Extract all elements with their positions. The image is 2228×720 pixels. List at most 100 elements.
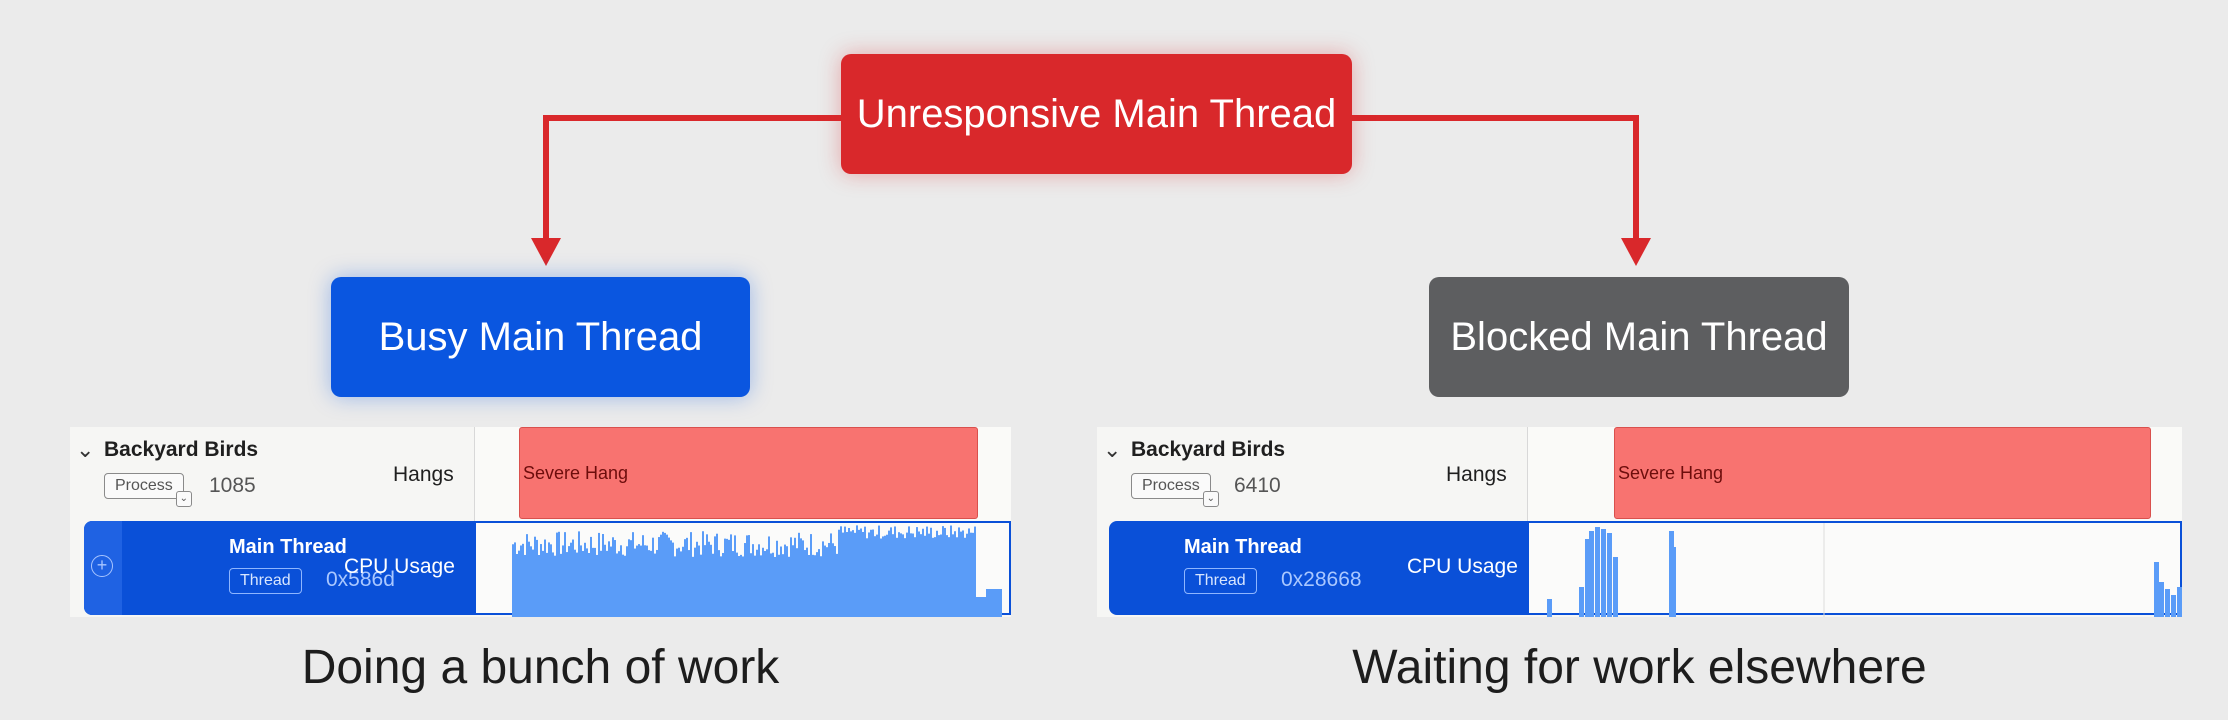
cpu-bar xyxy=(2171,595,2176,617)
cpu-bar xyxy=(818,549,820,617)
cpu-bar xyxy=(574,549,576,617)
cpu-bar xyxy=(606,550,608,617)
cpu-bar xyxy=(752,544,754,617)
cpu-bar xyxy=(888,530,890,617)
cpu-bar xyxy=(746,535,748,617)
cpu-bar xyxy=(800,538,802,617)
cpu-bar xyxy=(778,554,780,617)
cpu-bar xyxy=(966,533,968,617)
process-row: ⌄ Backyard Birds Process⌄ 6410 Hangs xyxy=(1097,427,1527,521)
arrow-head-busy xyxy=(531,238,561,266)
cpu-bar xyxy=(950,525,952,617)
cpu-bar xyxy=(926,526,928,617)
cpu-bar xyxy=(1547,599,1552,617)
hangs-track-label: Hangs xyxy=(393,463,454,486)
process-id: 1085 xyxy=(209,474,256,497)
cpu-bar xyxy=(760,555,762,617)
cpu-bar xyxy=(542,550,544,617)
severe-hang-bar[interactable]: Severe Hang xyxy=(519,427,978,519)
cpu-bar xyxy=(872,529,874,617)
arrow-to-blocked xyxy=(1352,115,1639,240)
process-tag[interactable]: Process⌄ xyxy=(1131,473,1219,507)
cpu-bar xyxy=(620,545,622,617)
cpu-bar xyxy=(1601,529,1606,617)
cpu-bar xyxy=(512,544,514,617)
cpu-bar xyxy=(870,529,872,617)
cpu-bar xyxy=(516,553,518,617)
cpu-bar xyxy=(548,542,550,617)
cpu-bar xyxy=(750,553,752,617)
cpu-bar xyxy=(958,527,960,617)
cpu-bar xyxy=(960,531,962,617)
main-thread-row[interactable]: Main Thread Thread 0x586d CPU Usage xyxy=(84,521,474,615)
cpu-bar xyxy=(784,544,786,617)
cpu-bar xyxy=(886,534,888,617)
dropdown-icon[interactable]: ⌄ xyxy=(175,491,192,507)
cpu-bar xyxy=(698,545,700,617)
cpu-bar xyxy=(804,550,806,617)
cpu-bar xyxy=(822,541,824,617)
cpu-bar xyxy=(742,556,744,617)
main-thread-row[interactable]: Main Thread Thread 0x28668 CPU Usage xyxy=(1109,521,1527,615)
cpu-bar xyxy=(592,547,594,617)
cpu-bar xyxy=(672,542,674,617)
cpu-bar xyxy=(1589,531,1594,617)
cpu-bar xyxy=(640,545,642,617)
cpu-bar xyxy=(928,533,930,617)
cpu-bar xyxy=(976,597,986,617)
cpu-bar xyxy=(572,539,574,617)
cpu-bar xyxy=(956,537,958,617)
cpu-bar xyxy=(576,552,578,617)
cpu-bar xyxy=(780,546,782,617)
cpu-bar xyxy=(754,555,756,617)
hangs-track: Severe Hang xyxy=(474,427,1011,521)
cpu-bar xyxy=(2177,587,2182,617)
cpu-bar xyxy=(642,535,644,617)
dropdown-icon[interactable]: ⌄ xyxy=(1202,491,1219,507)
add-track-icon[interactable]: + xyxy=(91,555,113,577)
cpu-bar xyxy=(788,556,790,617)
cpu-bar xyxy=(968,528,970,617)
cpu-bar xyxy=(532,549,534,617)
cpu-bar xyxy=(684,539,686,617)
chevron-down-icon[interactable]: ⌄ xyxy=(76,437,95,462)
cpu-bar xyxy=(896,537,898,617)
hangs-track-label: Hangs xyxy=(1446,463,1507,486)
cpu-bar xyxy=(836,553,838,617)
cpu-bar xyxy=(676,548,678,617)
cpu-bar xyxy=(938,535,940,617)
cpu-bar xyxy=(844,526,846,617)
cpu-bar xyxy=(618,551,620,617)
cpu-bar xyxy=(786,546,788,617)
severe-hang-bar[interactable]: Severe Hang xyxy=(1614,427,2151,519)
cpu-bar xyxy=(924,535,926,617)
cpu-bar xyxy=(766,549,768,617)
cpu-bar xyxy=(544,539,546,617)
cpu-bar xyxy=(768,536,770,617)
cpu-bar xyxy=(722,552,724,617)
chevron-down-icon[interactable]: ⌄ xyxy=(1103,437,1122,462)
cpu-bar xyxy=(632,532,634,617)
cpu-bar xyxy=(834,546,836,617)
cpu-bar xyxy=(812,554,814,617)
cpu-bar xyxy=(700,554,702,617)
cpu-bar xyxy=(658,537,660,617)
cpu-bar xyxy=(570,542,572,617)
cpu-bar xyxy=(770,553,772,617)
cpu-bar xyxy=(686,537,688,617)
cpu-bar xyxy=(882,536,884,617)
cpu-bar xyxy=(538,555,540,617)
cpu-bar xyxy=(656,549,658,617)
cpu-bar xyxy=(798,532,800,617)
cpu-bar xyxy=(828,542,830,617)
cpu-bar xyxy=(634,548,636,617)
cpu-bar xyxy=(714,536,716,617)
cpu-bar xyxy=(628,539,630,617)
cpu-bar xyxy=(648,550,650,617)
cpu-bar xyxy=(630,540,632,617)
process-tag[interactable]: Process⌄ xyxy=(104,473,192,507)
cpu-bar xyxy=(524,554,526,617)
caption-blocked: Waiting for work elsewhere xyxy=(1352,641,1927,694)
cpu-bar xyxy=(696,541,698,617)
cpu-bar xyxy=(602,534,604,617)
